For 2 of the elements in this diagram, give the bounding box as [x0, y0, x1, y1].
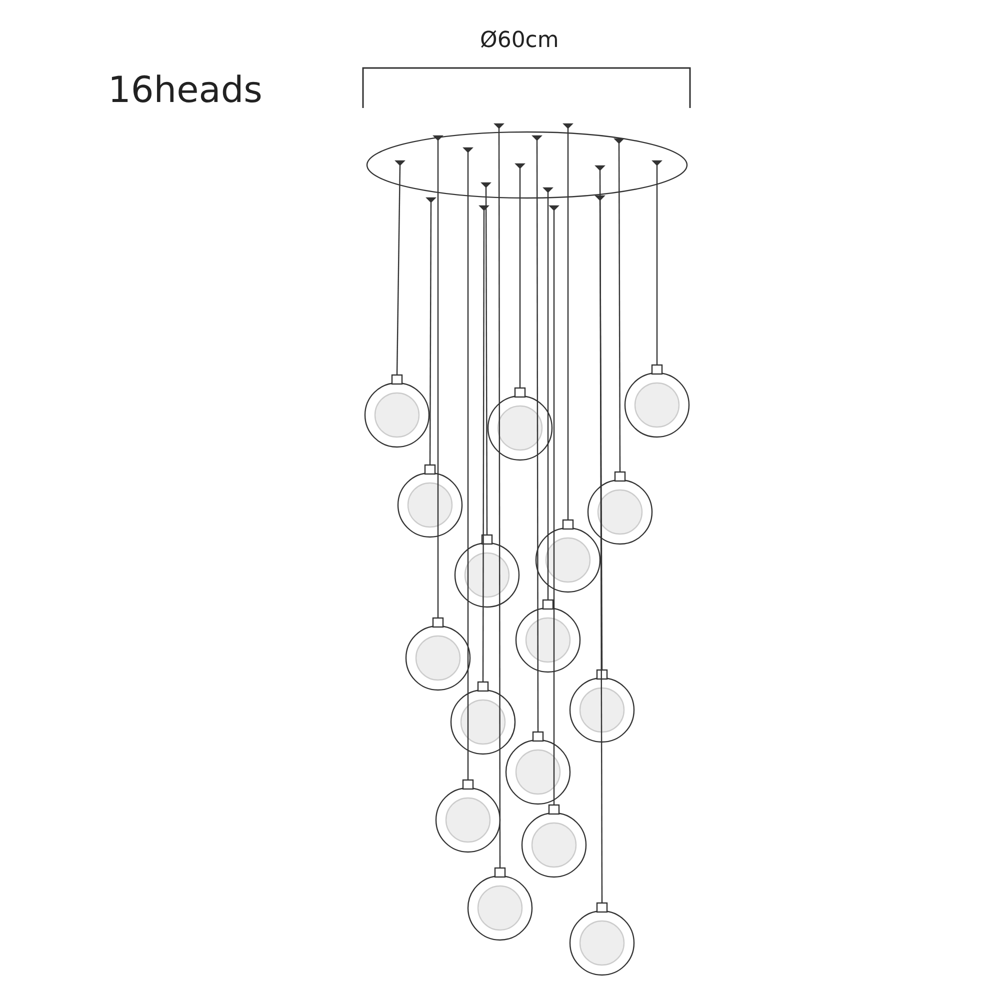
- dimension-label: Ø60cm: [480, 28, 559, 53]
- heading: 16heads: [108, 70, 262, 111]
